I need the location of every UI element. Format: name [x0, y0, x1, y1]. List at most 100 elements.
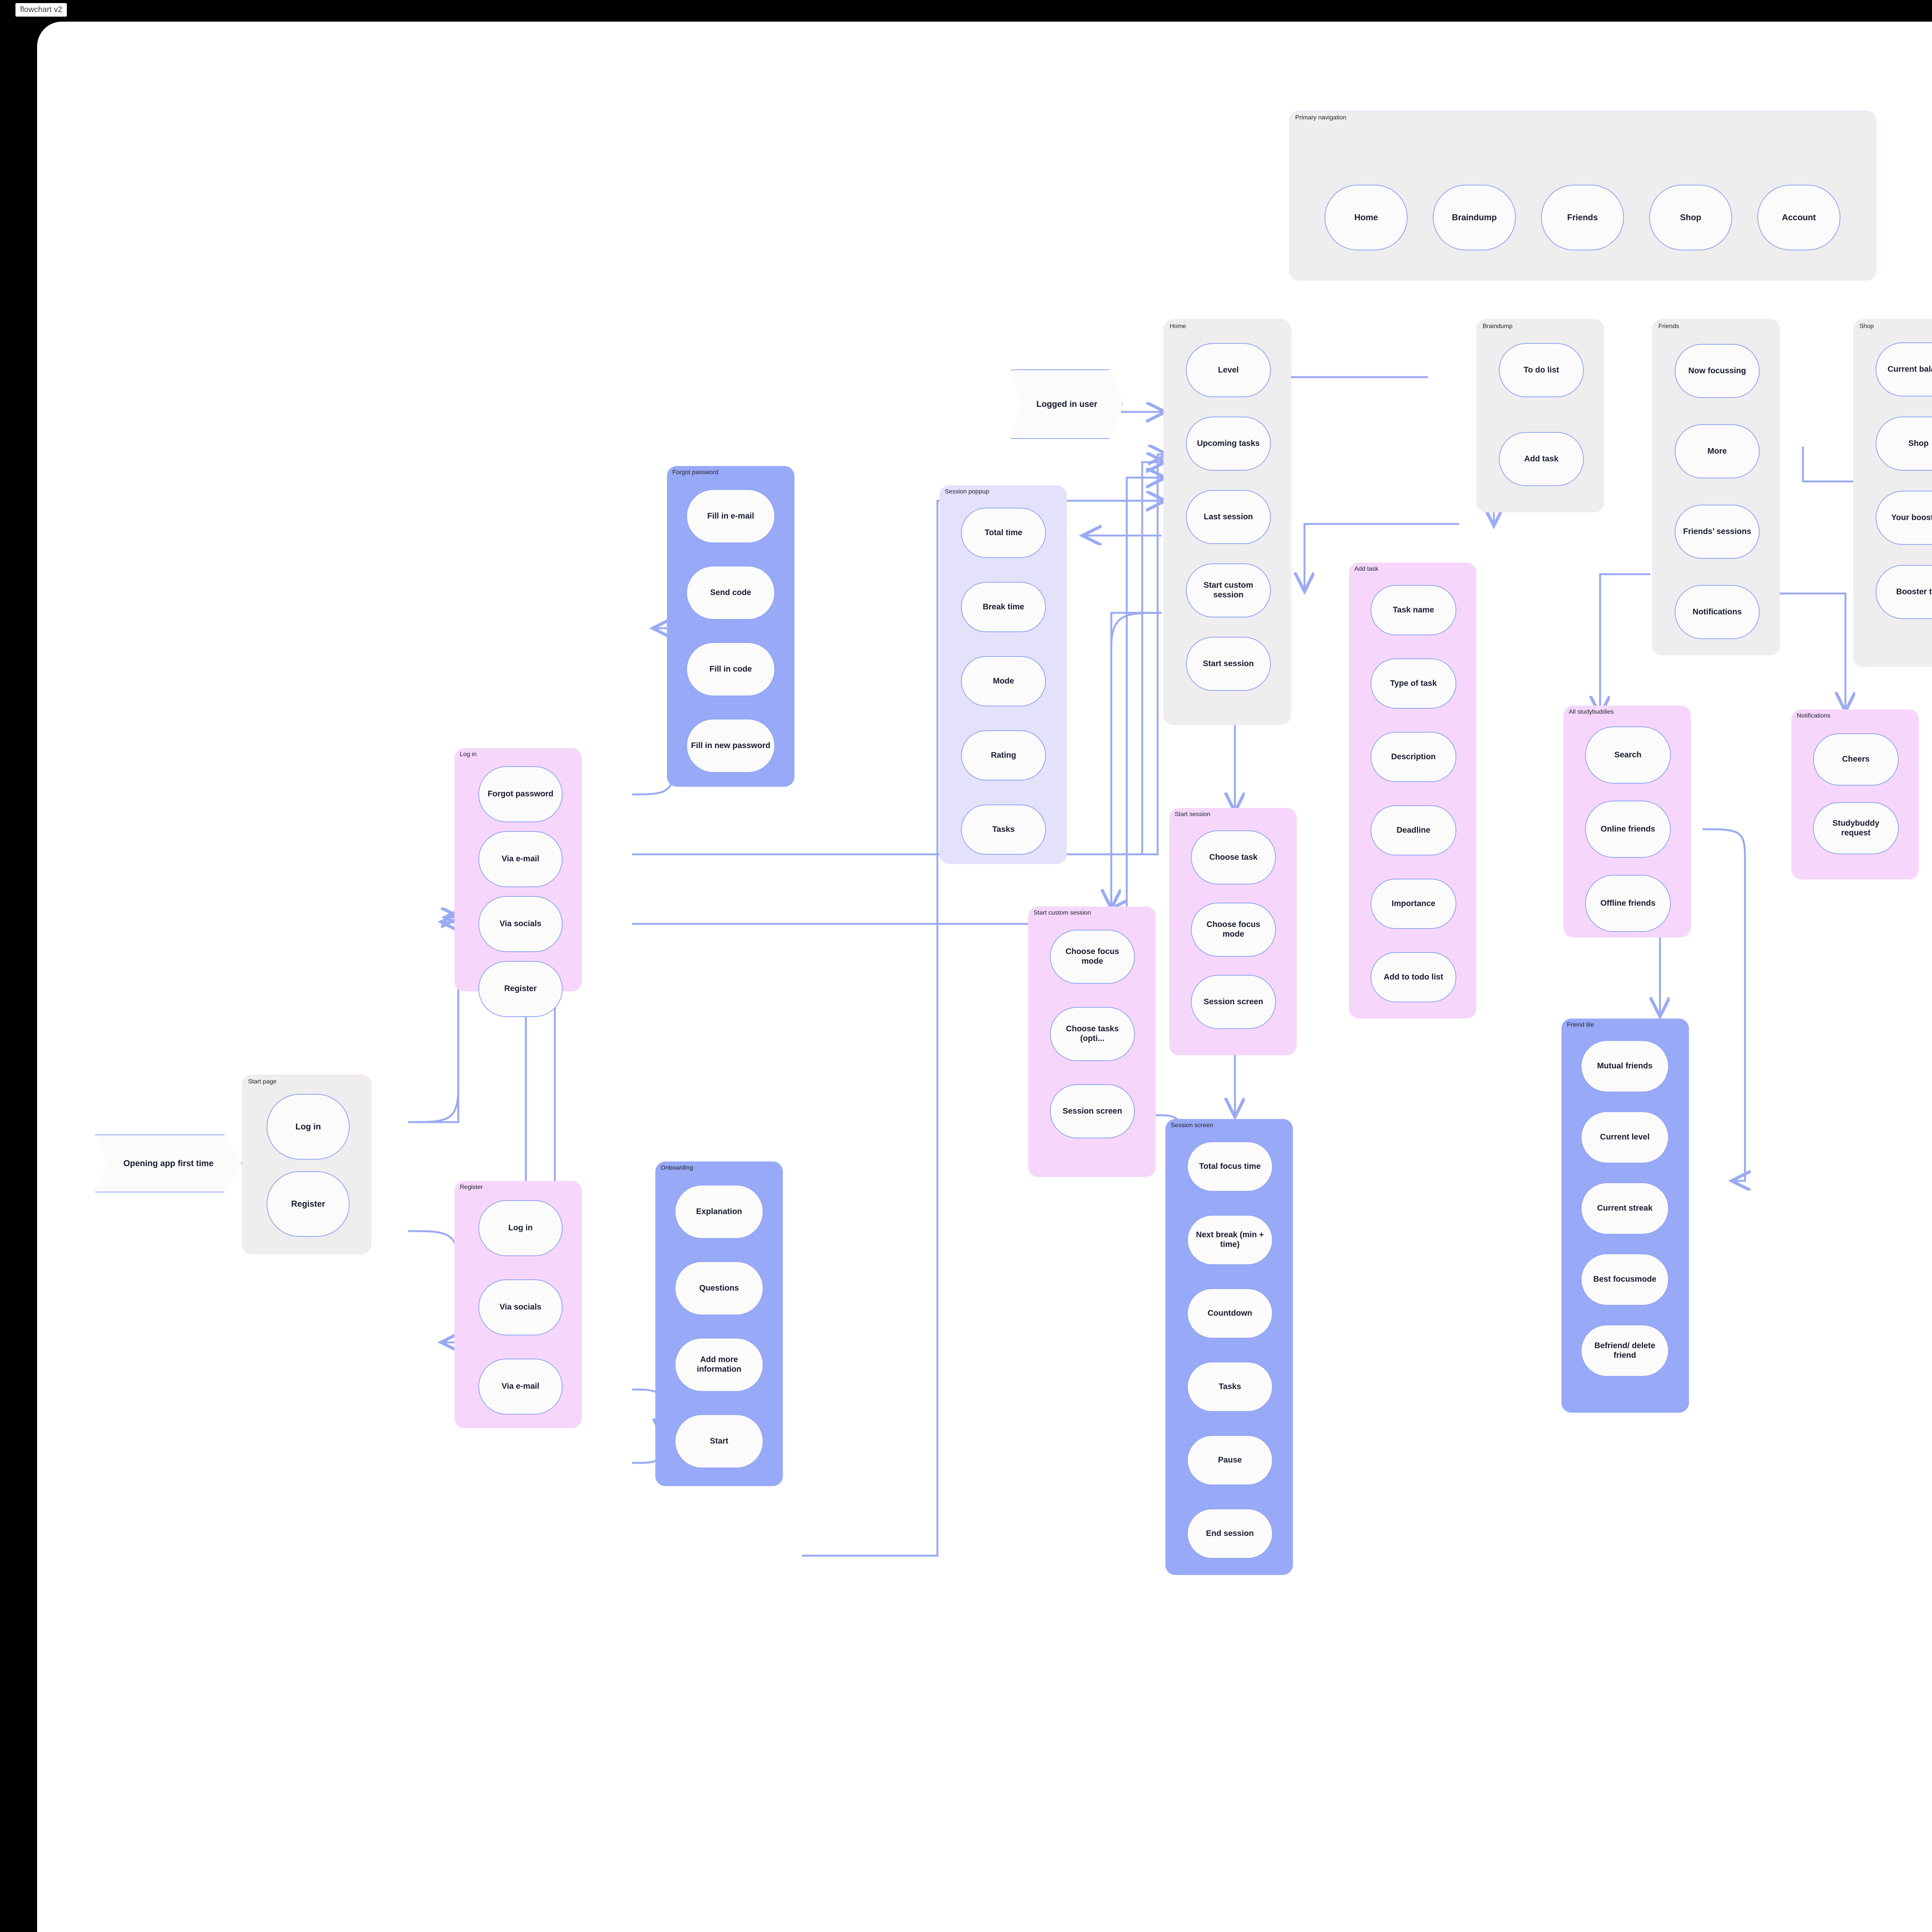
node-via-email[interactable]: Via e-mail [478, 831, 563, 887]
node-label: Via socials [499, 1303, 542, 1312]
node-type-of-task[interactable]: Type of task [1371, 658, 1456, 709]
node-shop[interactable]: Shop [1876, 417, 1932, 471]
node-your-boosters[interactable]: Your boosters [1876, 491, 1932, 545]
node-booster-tile[interactable]: Booster tile [1876, 565, 1932, 619]
node-send-code[interactable]: Send code [686, 566, 775, 620]
node-level[interactable]: Level [1186, 343, 1271, 397]
node-friends[interactable]: Friends [1541, 185, 1624, 250]
node-label: Via e-mail [502, 854, 539, 864]
node-add-more-information[interactable]: Add more information [675, 1338, 764, 1392]
node-label: Last session [1204, 512, 1253, 521]
node-via-email[interactable]: Via e-mail [478, 1359, 563, 1415]
group-primary-navigation[interactable]: Primary navigation Home Braindump Friend… [1289, 111, 1876, 281]
node-forgot-password[interactable]: Forgot password [478, 766, 563, 822]
node-description[interactable]: Description [1371, 732, 1456, 782]
group-add-task[interactable]: Add task Task name Type of task Descript… [1349, 563, 1476, 1019]
group-session-screen[interactable]: Session screen Total focus time Next bre… [1165, 1119, 1293, 1575]
group-label: Forgot password [672, 469, 719, 476]
group-label: Notifications [1797, 713, 1831, 719]
terminator-opening-app[interactable]: Opening app first time [95, 1134, 242, 1192]
node-search[interactable]: Search [1585, 726, 1671, 784]
group-label: Start session [1175, 811, 1211, 818]
group-all-studybuddies[interactable]: All studybuddies Search Online friends O… [1563, 706, 1691, 937]
node-label: Questions [699, 1283, 739, 1293]
node-fill-in-new-password[interactable]: Fill in new password [686, 719, 775, 773]
node-session-screen[interactable]: Session screen [1050, 1084, 1135, 1138]
node-questions[interactable]: Questions [675, 1261, 764, 1315]
node-choose-task[interactable]: Choose task [1191, 830, 1276, 884]
node-pause[interactable]: Pause [1187, 1435, 1273, 1485]
group-home[interactable]: Home Level Upcoming tasks Last session S… [1163, 319, 1291, 725]
node-add-to-todo-list[interactable]: Add to todo list [1371, 952, 1456, 1002]
node-importance[interactable]: Importance [1371, 879, 1456, 929]
node-last-session[interactable]: Last session [1186, 490, 1271, 544]
node-mutual-friends[interactable]: Mutual friends [1581, 1040, 1669, 1092]
node-label: Choose tasks (opti... [1066, 1024, 1119, 1043]
node-total-focus-time[interactable]: Total focus time [1187, 1141, 1273, 1192]
node-tasks[interactable]: Tasks [1187, 1362, 1273, 1412]
node-braindump[interactable]: Braindump [1433, 185, 1516, 250]
group-start-session[interactable]: Start session Choose task Choose focus m… [1169, 808, 1297, 1055]
node-choose-tasks-optional[interactable]: Choose tasks (opti... [1050, 1007, 1135, 1061]
node-now-focussing[interactable]: Now focussing [1675, 344, 1760, 398]
flowchart-canvas[interactable]: Opening app first time Logged in user Pr… [37, 22, 1932, 1932]
group-shop[interactable]: Shop Current balance Shop Your boosters … [1853, 319, 1932, 667]
node-online-friends[interactable]: Online friends [1585, 801, 1671, 858]
node-choose-focus-mode[interactable]: Choose focus mode [1050, 930, 1135, 984]
node-cheers[interactable]: Cheers [1813, 733, 1899, 786]
node-rating[interactable]: Rating [961, 730, 1046, 781]
node-offline-friends[interactable]: Offline friends [1585, 875, 1671, 932]
group-onboarding[interactable]: Onboarding Explanation Questions Add mor… [655, 1162, 783, 1486]
node-label: To do list [1524, 365, 1559, 374]
group-forgot-password[interactable]: Forgot password Fill in e-mail Send code… [667, 466, 794, 787]
node-login[interactable]: Log in [478, 1200, 563, 1256]
node-next-break[interactable]: Next break (min + time) [1187, 1215, 1273, 1265]
node-choose-focus-mode[interactable]: Choose focus mode [1191, 903, 1276, 957]
node-best-focusmode[interactable]: Best focusmode [1581, 1253, 1669, 1306]
node-mode[interactable]: Mode [961, 656, 1046, 706]
node-more[interactable]: More [1675, 424, 1760, 478]
node-login[interactable]: Log in [267, 1094, 350, 1160]
node-befriend-delete-friend[interactable]: Befriend/ delete friend [1581, 1325, 1669, 1377]
node-start-custom-session[interactable]: Start custom session [1186, 563, 1271, 617]
node-current-balance[interactable]: Current balance [1876, 342, 1932, 396]
node-start-session[interactable]: Start session [1186, 637, 1271, 691]
group-session-poppup[interactable]: Session poppup Total time Break time Mod… [939, 485, 1067, 864]
node-register[interactable]: Register [478, 961, 563, 1017]
terminator-logged-in-user[interactable]: Logged in user [1011, 369, 1123, 439]
node-fill-in-email[interactable]: Fill in e-mail [686, 489, 775, 543]
group-register[interactable]: Register Log in Via socials Via e-mail [454, 1181, 582, 1428]
node-current-streak[interactable]: Current streak [1581, 1182, 1669, 1235]
node-via-socials[interactable]: Via socials [478, 896, 563, 952]
group-friend-tile[interactable]: Friend tile Mutual friends Current level… [1561, 1019, 1689, 1413]
node-studybuddy-request[interactable]: Studybuddy request [1813, 802, 1899, 854]
node-end-session[interactable]: End session [1187, 1509, 1273, 1559]
node-account[interactable]: Account [1757, 185, 1840, 250]
node-friends-sessions[interactable]: Friends’ sessions [1675, 505, 1760, 559]
node-home[interactable]: Home [1325, 185, 1408, 250]
group-notifications[interactable]: Notifications Cheers Studybuddy request [1791, 709, 1919, 879]
node-countdown[interactable]: Countdown [1187, 1288, 1273, 1338]
node-session-screen[interactable]: Session screen [1191, 975, 1276, 1029]
node-start[interactable]: Start [675, 1414, 764, 1468]
node-add-task[interactable]: Add task [1499, 432, 1584, 486]
node-via-socials[interactable]: Via socials [478, 1279, 563, 1335]
node-task-name[interactable]: Task name [1371, 585, 1456, 635]
group-start-custom-session[interactable]: Start custom session Choose focus mode C… [1028, 906, 1156, 1177]
group-braindump[interactable]: Braindump To do list Add task [1476, 319, 1604, 512]
node-explanation[interactable]: Explanation [675, 1185, 764, 1239]
node-current-level[interactable]: Current level [1581, 1111, 1669, 1163]
node-to-do-list[interactable]: To do list [1499, 343, 1584, 397]
node-break-time[interactable]: Break time [961, 582, 1046, 632]
group-friends[interactable]: Friends Now focussing More Friends’ sess… [1652, 319, 1780, 655]
node-total-time[interactable]: Total time [961, 508, 1046, 558]
group-log-in[interactable]: Log in Forgot password Via e-mail Via so… [454, 748, 582, 1017]
node-shop[interactable]: Shop [1649, 185, 1732, 250]
node-tasks[interactable]: Tasks [961, 804, 1046, 855]
node-upcoming-tasks[interactable]: Upcoming tasks [1186, 417, 1271, 471]
node-deadline[interactable]: Deadline [1371, 805, 1456, 855]
group-start-page[interactable]: Start page Log in Register [242, 1075, 371, 1254]
node-notifications[interactable]: Notifications [1675, 585, 1760, 639]
node-fill-in-code[interactable]: Fill in code [686, 642, 775, 696]
node-register[interactable]: Register [267, 1171, 350, 1237]
